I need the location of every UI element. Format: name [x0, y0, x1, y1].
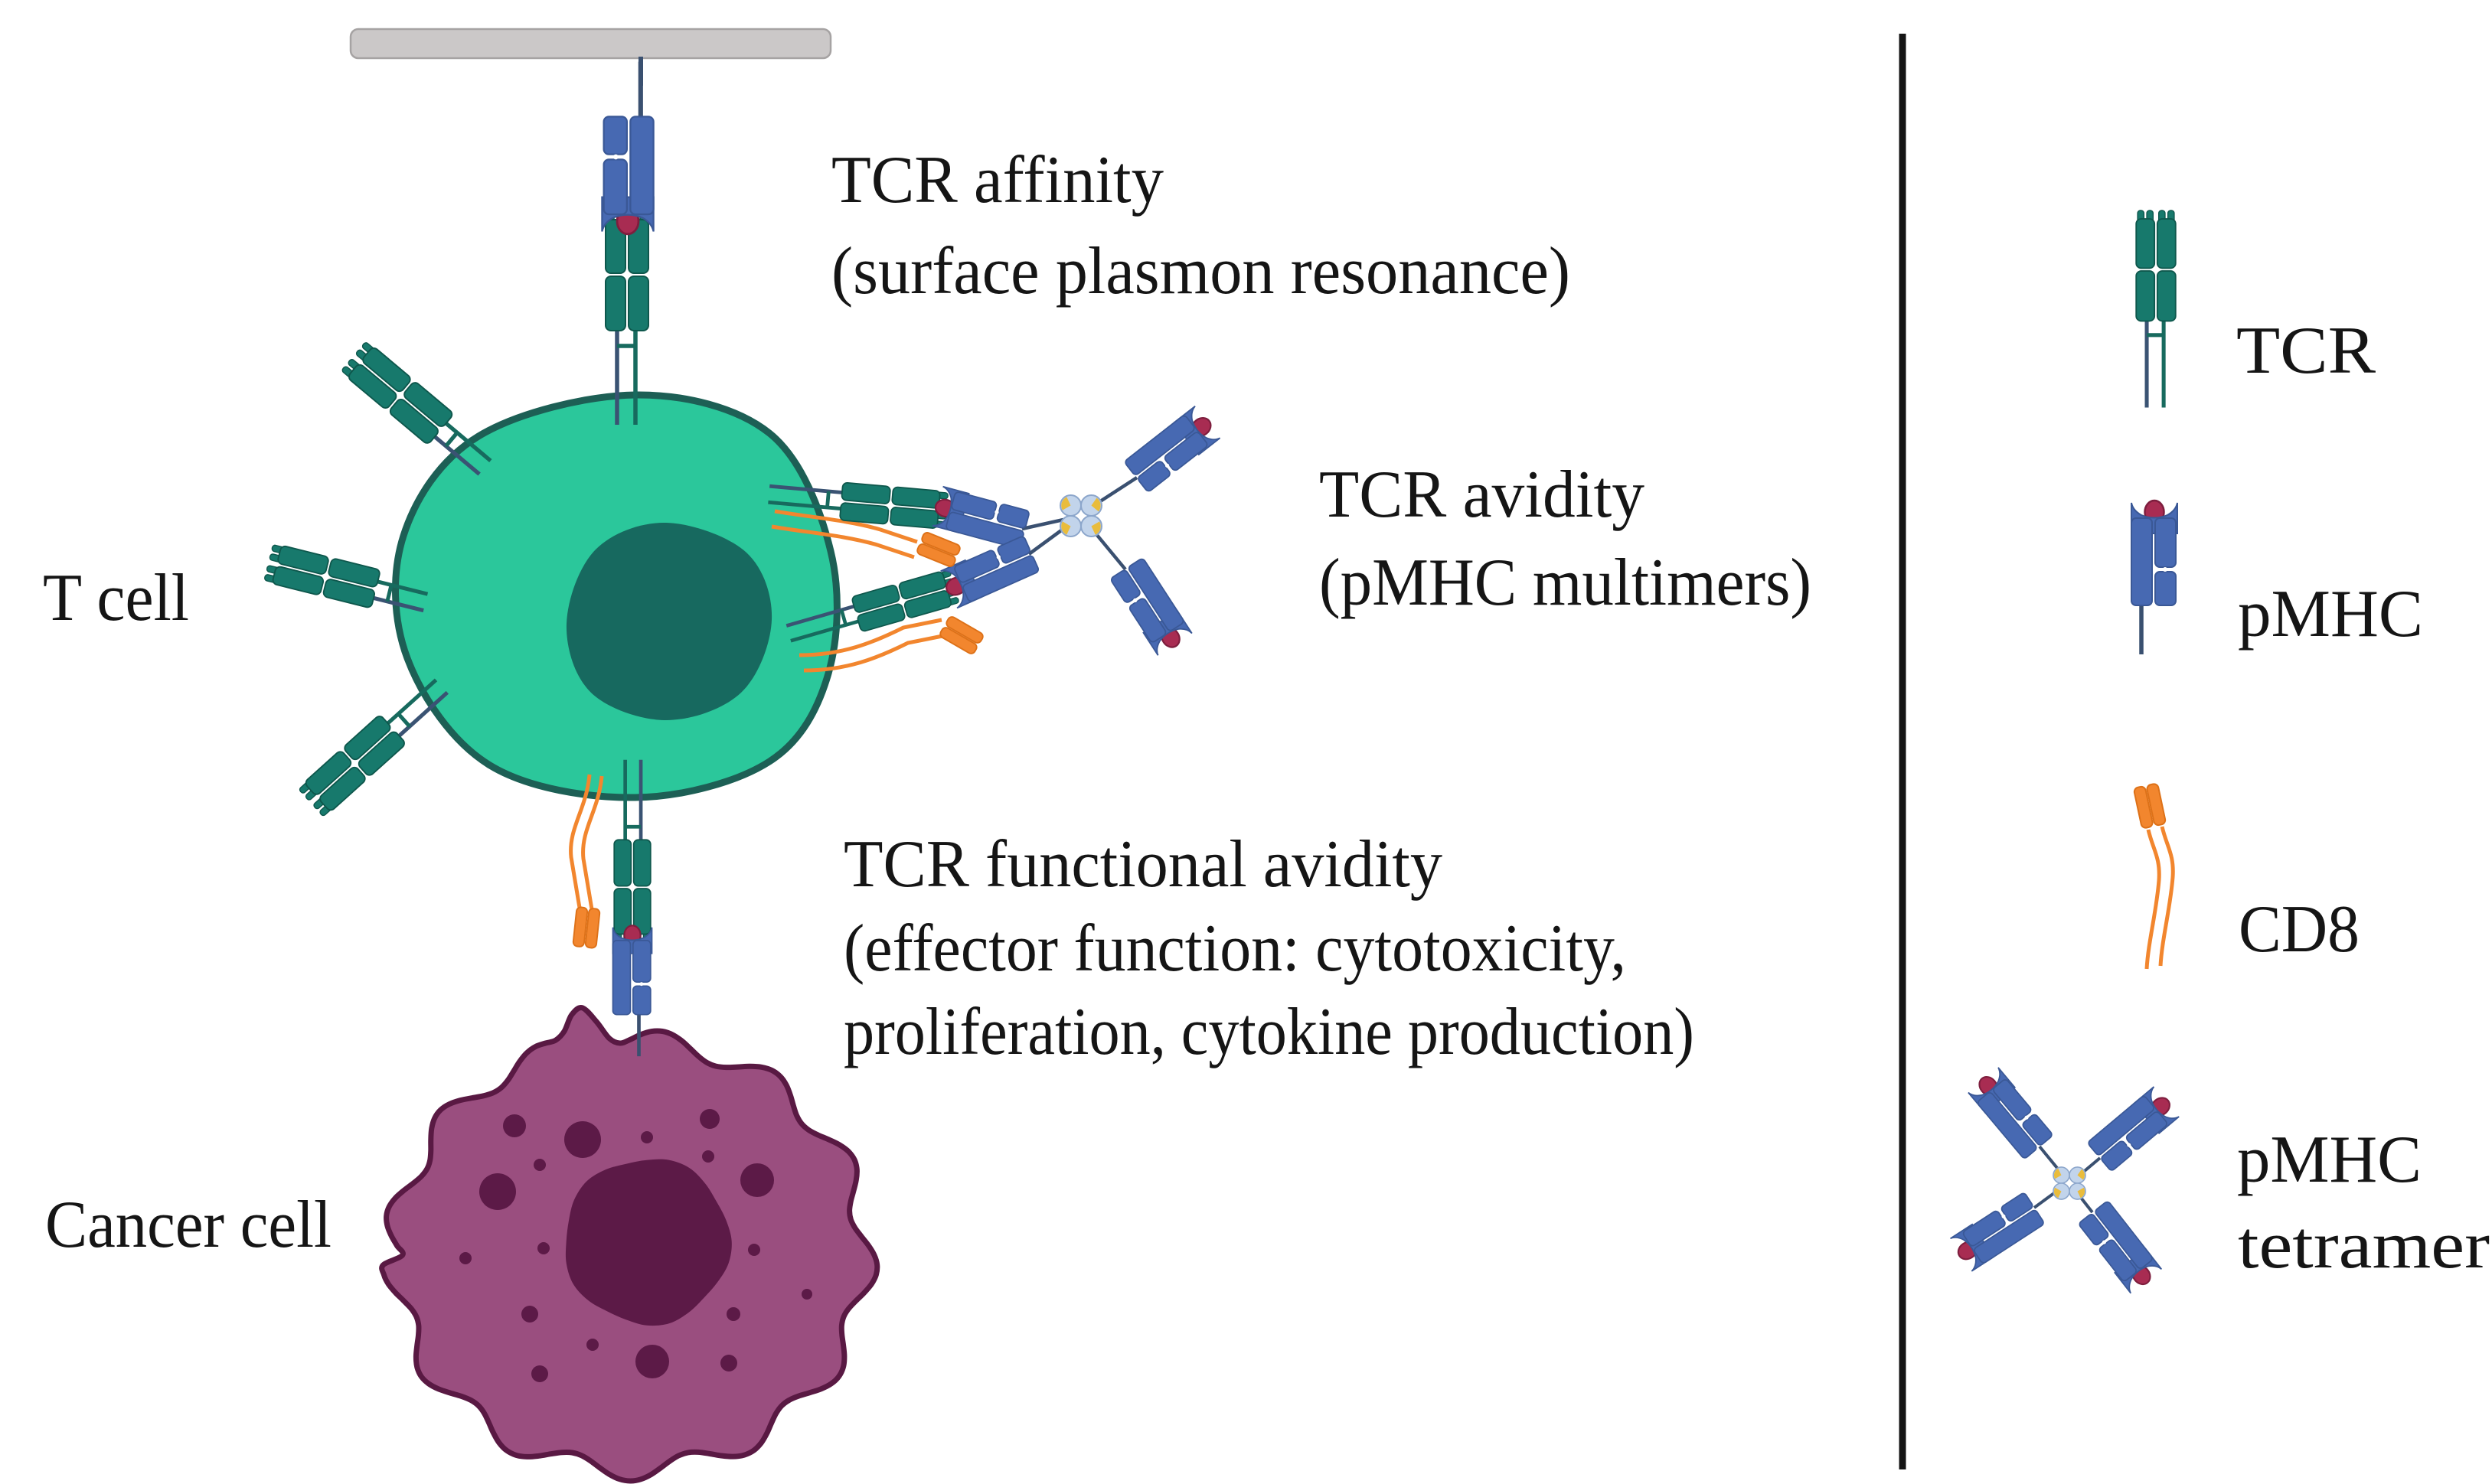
svg-text:TCR avidity: TCR avidity — [1319, 458, 1644, 532]
svg-text:CD8: CD8 — [2239, 892, 2360, 967]
svg-text:(effector function: cytotoxici: (effector function: cytotoxicity, — [844, 912, 1626, 986]
svg-text:pMHC: pMHC — [2238, 577, 2423, 651]
svg-text:TCR functional avidity: TCR functional avidity — [844, 827, 1442, 902]
svg-text:tetramer: tetramer — [2238, 1208, 2490, 1283]
svg-text:TCR: TCR — [2236, 314, 2376, 388]
svg-text:(surface plasmon resonance): (surface plasmon resonance) — [831, 234, 1570, 308]
svg-text:pMHC: pMHC — [2237, 1123, 2422, 1197]
svg-text:Cancer cell: Cancer cell — [45, 1188, 332, 1262]
svg-text:proliferation, cytokine produc: proliferation, cytokine production) — [844, 995, 1694, 1069]
svg-text:TCR affinity: TCR affinity — [831, 143, 1164, 217]
svg-text:T cell: T cell — [43, 561, 189, 635]
svg-text:(pMHC multimers): (pMHC multimers) — [1319, 546, 1811, 620]
